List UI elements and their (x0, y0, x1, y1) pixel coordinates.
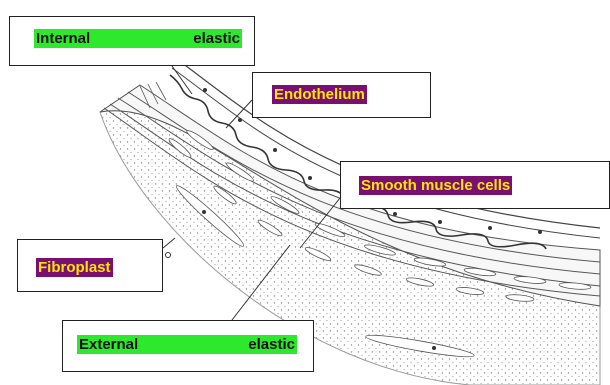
label-external-elastic: External elastic (77, 335, 297, 354)
endothelial-nucleus (273, 148, 277, 152)
label-endothelium: Endothelium (272, 85, 367, 104)
label-smooth-muscle: Smooth muscle cells (359, 176, 512, 195)
stray-mark (166, 253, 171, 258)
callout-external-elastic: External elastic (62, 320, 314, 372)
endothelial-nucleus (238, 118, 242, 122)
callout-endothelium: Endothelium (252, 72, 431, 118)
fibroblast-nucleus (202, 210, 206, 214)
label-internal-elastic: Internal elastic (34, 29, 242, 48)
leader-line-fibroplast (163, 238, 175, 248)
endothelial-nucleus (538, 230, 542, 234)
label-internal-elastic-word2: elastic (193, 29, 240, 48)
callout-internal-elastic: Internal elastic (9, 16, 255, 66)
endothelial-nucleus (308, 176, 312, 180)
endothelial-nucleus (438, 220, 442, 224)
label-internal-elastic-word1: Internal (36, 29, 90, 48)
endothelial-nucleus (488, 226, 492, 230)
label-external-elastic-word2: elastic (248, 335, 295, 354)
callout-smooth-muscle: Smooth muscle cells (340, 161, 610, 209)
endothelial-nucleus (203, 88, 207, 92)
fibroblast-nucleus (432, 346, 436, 350)
endothelial-nucleus (393, 212, 397, 216)
label-external-elastic-word1: External (79, 335, 138, 354)
label-fibroplast: Fibroplast (36, 258, 113, 277)
callout-fibroplast: Fibroplast (17, 239, 163, 292)
